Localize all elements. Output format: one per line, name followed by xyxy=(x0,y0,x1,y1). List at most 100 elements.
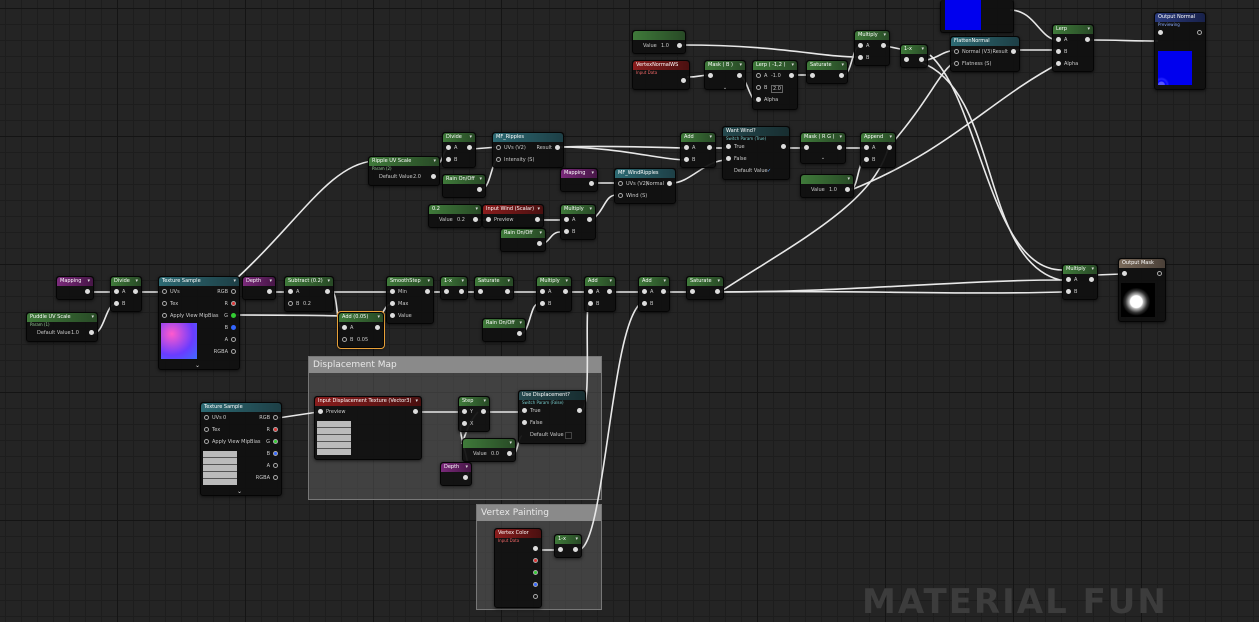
input-pin[interactable] xyxy=(342,337,347,342)
constant-node[interactable]: Value 1.0 xyxy=(632,30,686,54)
output-pin[interactable] xyxy=(587,217,592,222)
output-pin[interactable] xyxy=(781,144,786,149)
input-pin[interactable] xyxy=(114,301,119,306)
output-pin[interactable] xyxy=(707,145,712,150)
input-pin[interactable] xyxy=(1056,37,1061,42)
input-pin[interactable] xyxy=(114,289,119,294)
rain-on-off-node[interactable]: Rain On/Off ▾ xyxy=(442,174,486,198)
expand-chevron-icon[interactable]: ⌄ xyxy=(820,155,826,161)
input-pin[interactable] xyxy=(756,97,761,102)
ripple-uv-scale-node[interactable]: Ripple UV Scale Param (2) ▾ Default Valu… xyxy=(368,156,440,186)
rain-on-off-node[interactable]: Rain On/Off ▾ xyxy=(500,228,546,252)
add-node[interactable]: Add ▾ A B xyxy=(584,276,616,312)
output-pin[interactable] xyxy=(563,289,568,294)
output-pin[interactable] xyxy=(1011,49,1016,54)
input-pin[interactable] xyxy=(204,415,209,420)
output-pin[interactable] xyxy=(231,325,236,330)
constant-value-row[interactable]: Value 1.0 xyxy=(633,40,685,52)
output-pin[interactable] xyxy=(413,409,418,414)
input-pin[interactable] xyxy=(858,43,863,48)
output-pin[interactable] xyxy=(573,547,578,552)
output-pin[interactable] xyxy=(1157,271,1162,276)
chevron-down-icon[interactable]: ▾ xyxy=(509,440,512,446)
output-pin[interactable] xyxy=(273,415,278,420)
output-pin[interactable] xyxy=(273,427,278,432)
puddle-uv-scale-node[interactable]: Puddle UV Scale Param (1) ▾ Default Valu… xyxy=(26,312,98,342)
output-pin[interactable] xyxy=(837,145,842,150)
output-pin[interactable] xyxy=(273,475,278,480)
input-pin[interactable] xyxy=(954,49,959,54)
chevron-down-icon[interactable]: ▾ xyxy=(839,134,842,140)
chevron-down-icon[interactable]: ▾ xyxy=(717,278,720,284)
output-pin[interactable] xyxy=(667,181,672,186)
output-pin[interactable] xyxy=(919,57,924,62)
input-pin[interactable] xyxy=(564,217,569,222)
input-pin[interactable] xyxy=(1066,277,1071,282)
input-pin[interactable] xyxy=(390,301,395,306)
chevron-down-icon[interactable]: ▾ xyxy=(135,278,138,284)
chevron-down-icon[interactable]: ▾ xyxy=(921,46,924,52)
output-pin[interactable] xyxy=(533,570,538,575)
output-pin[interactable] xyxy=(273,463,278,468)
divide-node[interactable]: Divide ▾ A B xyxy=(442,132,476,168)
output-pin[interactable] xyxy=(607,289,612,294)
chevron-down-icon[interactable]: ▾ xyxy=(269,278,272,284)
output-pin[interactable] xyxy=(133,289,138,294)
output-pin[interactable] xyxy=(715,289,720,294)
rain-on-off-node[interactable]: Rain On/Off ▾ xyxy=(482,318,526,342)
chevron-down-icon[interactable]: ▾ xyxy=(1091,266,1094,272)
input-pin[interactable] xyxy=(954,61,959,66)
chevron-down-icon[interactable]: ▾ xyxy=(575,536,578,542)
depth-node[interactable]: Depth ▾ xyxy=(440,462,472,486)
chevron-down-icon[interactable]: ▾ xyxy=(233,278,236,284)
chevron-down-icon[interactable]: ▾ xyxy=(609,278,612,284)
output-pin[interactable] xyxy=(533,582,538,587)
chevron-down-icon[interactable]: ▾ xyxy=(479,176,482,182)
input-wind-node[interactable]: Input Wind (Scalar) ▾ Preview xyxy=(482,204,544,228)
input-pin[interactable] xyxy=(162,301,167,306)
output-pin[interactable] xyxy=(1089,277,1094,282)
output-pin[interactable] xyxy=(681,78,686,83)
input-pin[interactable] xyxy=(708,73,713,78)
chevron-down-icon[interactable]: ▾ xyxy=(461,278,464,284)
one-minus-node[interactable]: 1-x ▾ xyxy=(554,534,582,558)
input-pin[interactable] xyxy=(864,145,869,150)
depth-node[interactable]: Depth ▾ xyxy=(242,276,276,300)
output-pin[interactable] xyxy=(517,331,522,336)
input-pin[interactable] xyxy=(690,289,695,294)
mapping-node[interactable]: Mapping ▾ xyxy=(560,168,598,192)
input-pin[interactable] xyxy=(684,157,689,162)
input-pin[interactable] xyxy=(588,289,593,294)
output-pin[interactable] xyxy=(505,289,510,294)
default-value-checkbox[interactable]: Default Value xyxy=(519,429,585,441)
one-minus-node[interactable]: 1-x ▾ xyxy=(900,44,928,68)
output-pin[interactable] xyxy=(467,145,472,150)
mask-b-node[interactable]: Mask ( B ) ▾ ⌄ xyxy=(704,60,746,91)
divide-node[interactable]: Divide ▾ A B xyxy=(110,276,142,312)
input-pin[interactable] xyxy=(486,217,491,222)
input-pin[interactable] xyxy=(726,144,731,149)
vertex-normal-ws-node[interactable]: VertexNormalWS Input Data xyxy=(632,60,690,90)
input-pin[interactable] xyxy=(558,547,563,552)
output-pin[interactable] xyxy=(273,439,278,444)
input-pin[interactable] xyxy=(390,313,395,318)
mf-ripples-node[interactable]: MF_Ripples UVs (V2)Result Intensity (S) xyxy=(492,132,564,168)
expand-chevron-icon[interactable]: ⌄ xyxy=(237,488,243,495)
output-pin[interactable] xyxy=(533,546,538,551)
input-displacement-texture-node[interactable]: Input Displacement Texture (Vector3) ▾ P… xyxy=(314,396,422,460)
multiply-node[interactable]: Multiply ▾ A B xyxy=(854,30,890,66)
output-pin[interactable] xyxy=(537,241,542,246)
chevron-down-icon[interactable]: ▾ xyxy=(739,62,742,68)
input-pin[interactable] xyxy=(162,313,167,318)
output-pin[interactable] xyxy=(375,325,380,330)
output-pin[interactable] xyxy=(887,145,892,150)
input-pin[interactable] xyxy=(804,145,809,150)
output-pin[interactable] xyxy=(89,330,94,335)
input-pin[interactable] xyxy=(540,301,545,306)
multiply-node[interactable]: Multiply ▾ A B xyxy=(560,204,596,240)
append-node[interactable]: Append ▾ A B xyxy=(860,132,896,168)
blue-preview-node[interactable] xyxy=(940,0,1014,33)
chevron-down-icon[interactable]: ▾ xyxy=(469,134,472,140)
